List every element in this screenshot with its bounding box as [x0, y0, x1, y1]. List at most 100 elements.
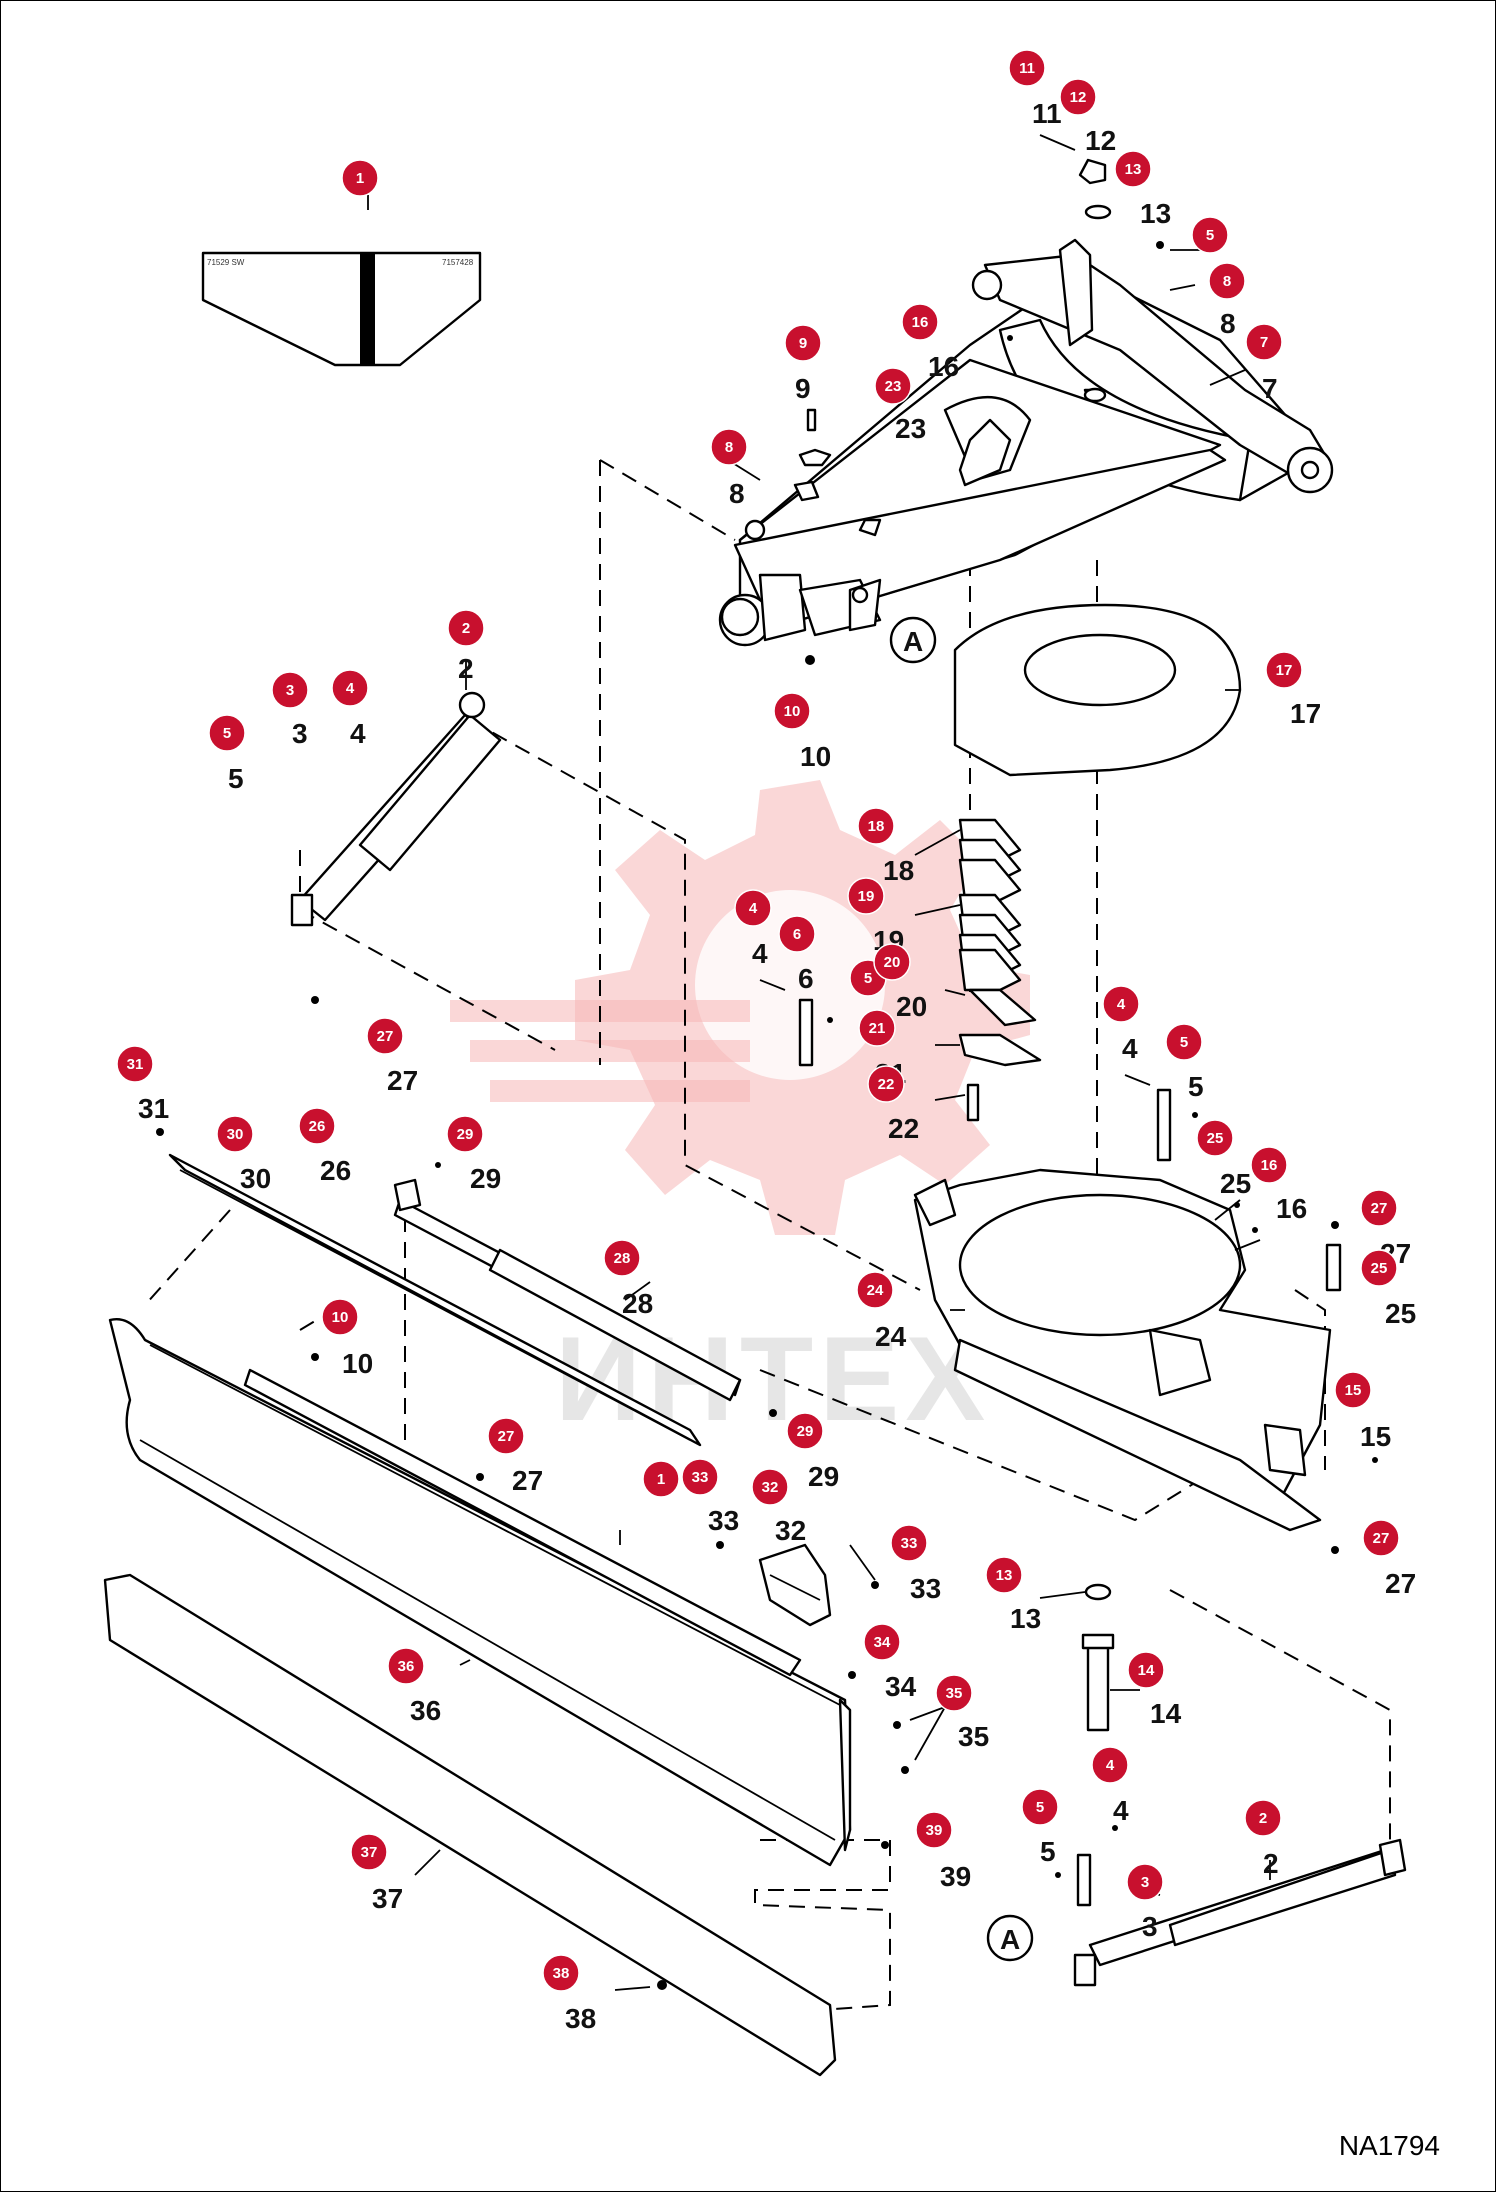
callout-badge-number: 5 [864, 970, 872, 987]
callout-badge [1360, 1249, 1398, 1287]
callout-label: 17 [1290, 698, 1321, 729]
callout-label: 32 [775, 1515, 806, 1546]
callout-badge [1021, 1788, 1059, 1826]
callout-label: 26 [320, 1155, 351, 1186]
callout-label: 4 [1113, 1795, 1129, 1826]
callout-badge [387, 1647, 425, 1685]
callout-badge-number: 5 [1036, 1799, 1044, 1816]
callout-badge-number: 14 [1138, 1662, 1155, 1679]
callout-badge [1362, 1519, 1400, 1557]
callout-badge [1102, 985, 1140, 1023]
callout-badge-number: 21 [869, 1020, 886, 1037]
callout-badge-number: 31 [127, 1056, 144, 1073]
callout-badge-number: 32 [762, 1479, 779, 1496]
assembly-lines [144, 459, 1391, 2011]
callout-badge [873, 943, 911, 981]
callout-label: 34 [885, 1671, 917, 1702]
callout-badge-number: 4 [346, 680, 355, 697]
callout-badge-number: 4 [1117, 996, 1126, 1013]
callout-badge-number: 5 [1180, 1034, 1188, 1051]
callout-label: 16 [1276, 1193, 1307, 1224]
top-pivot-hardware [1039, 134, 1112, 220]
callout-badge-number: 2 [462, 620, 470, 637]
callout-badge [642, 1460, 680, 1498]
callout-badge-number: 22 [878, 1076, 895, 1093]
callout-badge-number: 10 [784, 703, 801, 720]
callout-badge-number: 23 [885, 378, 902, 395]
callout-label: 2 [458, 653, 474, 684]
hitch-ball [720, 597, 815, 665]
callout-badge [1126, 1863, 1164, 1901]
callout-badge-number: 1 [356, 170, 364, 187]
pivot-bolt [1081, 1583, 1115, 1732]
callout-badge [751, 1468, 789, 1506]
callout-label: 15 [1360, 1421, 1391, 1452]
callout-badge [487, 1417, 525, 1455]
callout-badge [1334, 1371, 1372, 1409]
view-marker-a-top [889, 616, 937, 664]
callout-badge-number: 25 [1207, 1130, 1224, 1147]
callout-badge [341, 159, 379, 197]
callout-badge-number: 16 [1261, 1157, 1278, 1174]
callout-label: 39 [940, 1861, 971, 1892]
callout-badge [857, 807, 895, 845]
callout-badge [350, 1833, 388, 1871]
callout-badge-number: 13 [1125, 161, 1142, 178]
callout-badge [208, 714, 246, 752]
cutting-edge [103, 1573, 837, 2077]
callout-badge [271, 671, 309, 709]
callout-badge [1208, 262, 1246, 300]
callout-badge [773, 692, 811, 730]
callout-badge [1008, 49, 1046, 87]
callout-badge [1127, 1651, 1165, 1689]
watermark-gear [450, 780, 1030, 1235]
callout-badge [710, 428, 748, 466]
callout-badge [116, 1045, 154, 1083]
wear-plate [953, 603, 1242, 777]
callout-badge-number: 3 [286, 682, 294, 699]
callout-label: 13 [1010, 1603, 1041, 1634]
callouts: 1223344555588998816167711111212131323231… [116, 49, 1416, 2034]
callout-label: 25 [1220, 1168, 1251, 1199]
callout-badge-number: 33 [692, 1469, 709, 1486]
callout-badge [867, 1065, 905, 1103]
small-hardware [311, 241, 1378, 1990]
callout-label: 36 [410, 1695, 441, 1726]
callout-badge [1265, 651, 1303, 689]
callout-badge [321, 1298, 359, 1336]
callout-label: 29 [808, 1461, 839, 1492]
decal-left-code: 71529 SW [207, 258, 245, 267]
callout-badge-number: 25 [1371, 1260, 1388, 1277]
callout-badge [1196, 1119, 1234, 1157]
callout-badge [874, 367, 912, 405]
callout-badge [1114, 150, 1152, 188]
callout-badge [216, 1115, 254, 1153]
shim-stack [958, 818, 1042, 1122]
pivot-pin-hardware [719, 408, 832, 502]
callout-badge [447, 609, 485, 647]
callout-badge-number: 27 [1371, 1200, 1388, 1217]
callout-label: 27 [512, 1465, 543, 1496]
callout-badge-number: 9 [799, 335, 807, 352]
callout-badge-number: 38 [553, 1965, 570, 1982]
callout-badge [1360, 1189, 1398, 1227]
callout-label: 5 [1188, 1071, 1204, 1102]
decal: 71529 SW 7157428 [201, 251, 482, 367]
turntable-frame [913, 1168, 1332, 1532]
callout-label: 33 [708, 1505, 739, 1536]
callout-badge-number: 5 [223, 725, 231, 742]
callout-badge-number: 12 [1070, 89, 1087, 106]
callout-label: 30 [240, 1163, 271, 1194]
callout-badge-number: 10 [332, 1309, 349, 1326]
callout-label: 10 [800, 741, 831, 772]
callout-label: 22 [888, 1113, 919, 1144]
view-marker-a-bottom-label: A [1000, 1924, 1020, 1955]
callout-label: 13 [1140, 198, 1171, 229]
callout-badge-number: 28 [614, 1250, 631, 1267]
callout-label: 28 [622, 1288, 653, 1319]
callout-badge [366, 1017, 404, 1055]
callout-label: 4 [1122, 1033, 1138, 1064]
callout-badge [298, 1107, 336, 1145]
callout-badge-number: 4 [1106, 1757, 1115, 1774]
